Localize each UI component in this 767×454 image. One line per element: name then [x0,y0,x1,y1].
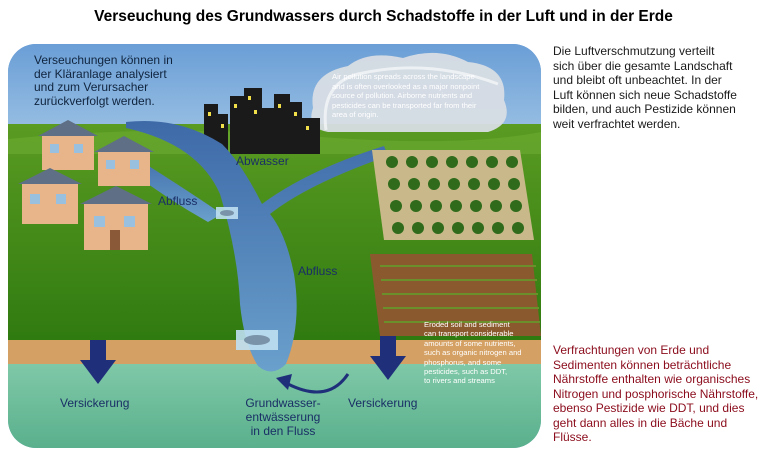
label-versickerung-left: Versickerung [60,396,130,410]
air-pollution-cloud [311,52,507,132]
air-pollution-note: Air pollution spreads across the landsca… [332,72,480,120]
top-left-note: Verseuchungen können in der Kläranlage a… [34,53,173,108]
orchard-field [372,150,534,240]
label-abfluss-left: Abfluss [158,194,198,208]
eroded-soil-note: Eroded soil and sediment can transport c… [424,320,522,386]
fish-icon [216,207,278,350]
factory-windows [208,96,309,130]
groundwater-discharge-arrow [276,373,350,394]
label-abfluss-right: Abfluss [298,264,338,278]
groundwater-diagram: Verseuchungen können in der Kläranlage a… [8,44,541,448]
label-grundwasser: Grundwasser- entwässerung in den Fluss [245,396,321,438]
infiltration-arrows [80,336,406,384]
label-abwasser: Abwasser [236,154,289,168]
page-title: Verseuchung des Grundwassers durch Schad… [94,8,673,25]
label-versickerung-right: Versickerung [348,396,418,410]
sediment-description: Verfrachtungen von Erde und Sedimenten k… [553,343,759,444]
crop-field [370,254,541,336]
air-pollution-description: Die Luftverschmutzung verteilt sich über… [553,44,737,131]
diagram-illustration [8,44,541,448]
houses [18,120,154,250]
